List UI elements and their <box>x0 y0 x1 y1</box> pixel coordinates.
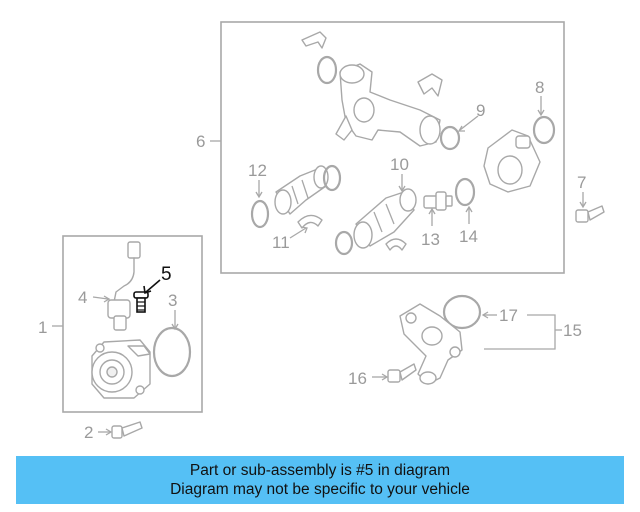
oring-part-12 <box>250 199 270 229</box>
leader-8-arrow <box>537 109 545 117</box>
callout-4: 4 <box>78 288 87 307</box>
callout-3: 3 <box>168 291 177 310</box>
callout-9: 9 <box>476 101 485 120</box>
callout-8: 8 <box>535 78 544 97</box>
callout-11: 11 <box>272 233 290 252</box>
callout-7: 7 <box>577 173 586 192</box>
oring-part-14 <box>454 177 476 207</box>
callout-1: 1 <box>38 318 47 337</box>
leader-3-arrow <box>171 323 179 331</box>
callout-16: 16 <box>348 369 367 388</box>
bolt-part-2 <box>111 421 143 439</box>
callout-10: 10 <box>390 155 409 174</box>
thermostat-housing-part <box>335 63 441 147</box>
oring-part-top <box>316 55 338 85</box>
callout-13: 13 <box>421 230 440 249</box>
banner-line-disclaimer: Diagram may not be specific to your vehi… <box>170 481 470 498</box>
oring-part-9 <box>439 125 461 151</box>
clip-part-top <box>301 31 327 49</box>
gasket-part-17 <box>442 294 482 330</box>
leader-5-arrowhead <box>143 285 152 295</box>
bolt-part-16 <box>387 363 417 383</box>
info-banner: Part or sub-assembly is #5 in diagram Di… <box>16 456 624 504</box>
leader-17-arrow <box>481 311 489 319</box>
leader-11 <box>289 227 307 239</box>
callout-17: 17 <box>499 306 518 325</box>
clip-part-mid <box>385 238 407 251</box>
clip-part-11 <box>297 214 323 229</box>
leader-4 <box>92 296 109 300</box>
leader-14-arrow <box>465 205 473 213</box>
oring-part-mid <box>334 230 354 256</box>
sensor-part-4 <box>107 241 141 331</box>
leader-16-arrow <box>381 373 389 381</box>
bolt-part-7 <box>575 205 605 223</box>
assembly-box-6 <box>220 21 565 274</box>
leader-10-arrow <box>398 185 406 193</box>
hose-part-10 <box>353 188 417 249</box>
leader-12-arrow <box>255 191 263 199</box>
oring-part-left-b <box>322 164 342 192</box>
leader-2-arrow <box>105 428 113 436</box>
leader-9 <box>459 115 479 131</box>
bracket-15 <box>484 314 556 350</box>
callout-12: 12 <box>248 161 267 180</box>
pump-housing-part <box>91 339 151 399</box>
leader-9-arrow <box>457 125 465 132</box>
pipe-flange-part <box>399 303 463 385</box>
oring-part-3 <box>152 326 192 378</box>
callout-6: 6 <box>196 132 205 151</box>
hose-part-left <box>274 165 329 215</box>
banner-line-part-number: Part or sub-assembly is #5 in diagram <box>189 462 451 479</box>
outlet-housing-part <box>483 129 541 193</box>
leader-4-arrow <box>103 295 111 303</box>
leader-5 <box>145 279 161 293</box>
callout-14: 14 <box>459 227 478 246</box>
sensor-part-13 <box>423 191 453 211</box>
bolt-part-5 <box>133 291 149 313</box>
callout-5: 5 <box>161 264 172 285</box>
leader-11-arrow <box>300 226 308 234</box>
oring-part-8 <box>532 115 556 145</box>
leader-7-arrow <box>579 201 587 209</box>
callout-2: 2 <box>84 423 93 442</box>
leader-13-arrow <box>428 207 436 215</box>
clip-part-right <box>417 73 443 97</box>
callout-15: 15 <box>563 321 582 340</box>
assembly-box-1 <box>62 235 203 413</box>
